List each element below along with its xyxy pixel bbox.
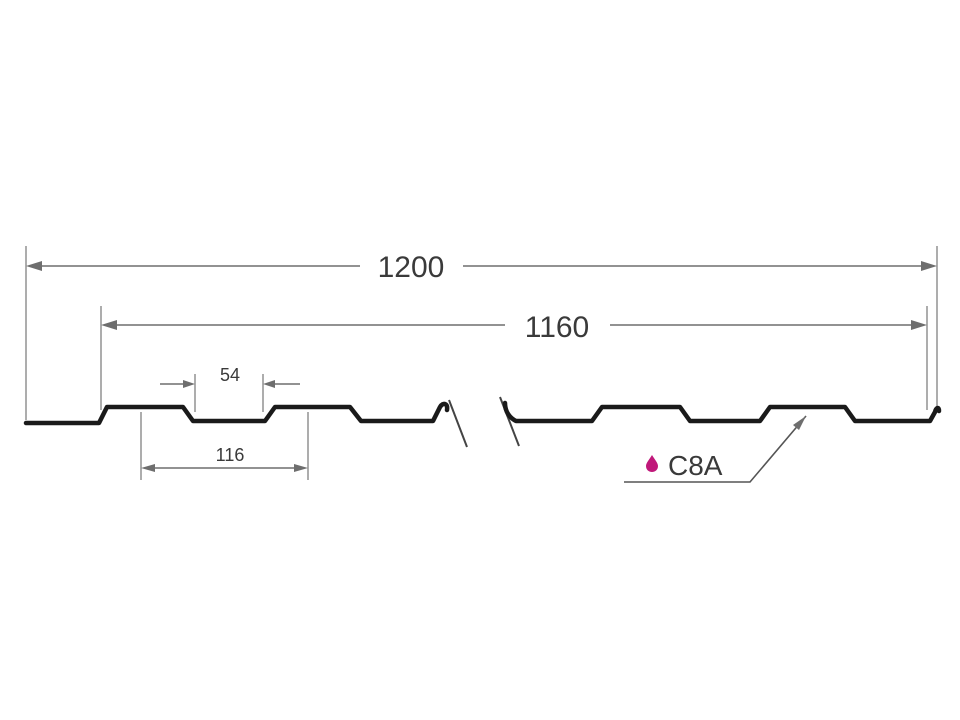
break-line-left (448, 399, 468, 448)
break-marks (448, 396, 520, 448)
dimension-label-116: 116 (216, 445, 245, 465)
arrowhead-effective-right (911, 320, 927, 330)
profile-section-right (502, 400, 942, 424)
arrowhead-54-right (263, 380, 275, 388)
profile-code-label: C8A (668, 450, 723, 481)
arrowhead-overall-right (921, 261, 937, 271)
dimension-rib-top-width: 54 (160, 365, 300, 412)
dimension-label-1200: 1200 (378, 251, 445, 284)
drop-marker-icon (646, 455, 658, 472)
dimension-label-54: 54 (220, 365, 240, 385)
dimension-rib-pitch: 116 (140, 412, 309, 480)
arrowhead-116-right (294, 464, 308, 472)
arrowhead-116-left (141, 464, 155, 472)
arrowhead-effective-left (101, 320, 117, 330)
profile-section-left (23, 401, 450, 426)
dimension-label-1160: 1160 (525, 311, 590, 344)
leader-line-c8a (624, 415, 807, 483)
arrowhead-overall-left (26, 261, 42, 271)
dimension-effective-width: 1160 (100, 306, 928, 410)
leader-arrowhead (793, 416, 806, 430)
arrowhead-54-left (183, 380, 195, 388)
dimension-overall-width: 1200 (25, 246, 938, 420)
profile-code-callout: C8A (624, 415, 807, 483)
